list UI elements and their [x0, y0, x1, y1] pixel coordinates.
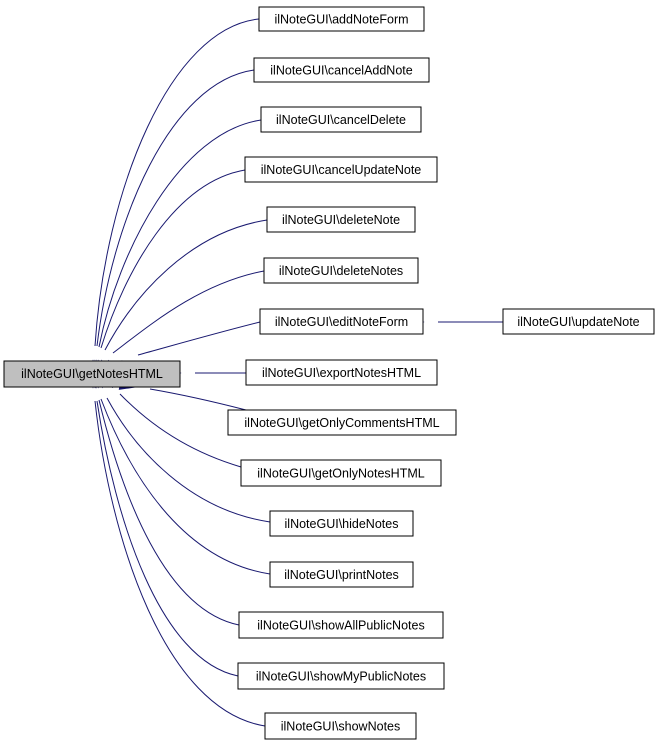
node-add-note-form[interactable]: ilNoteGUI\addNoteForm: [258, 6, 425, 32]
node-update-note[interactable]: ilNoteGUI\updateNote: [502, 308, 655, 335]
node-label: ilNoteGUI\showAllPublicNotes: [257, 619, 424, 633]
node-box: [244, 156, 438, 183]
node-get-only-comments-html[interactable]: ilNoteGUI\getOnlyCommentsHTML: [227, 409, 457, 436]
node-box: [259, 308, 424, 335]
edge-line: [100, 398, 271, 575]
node-label: ilNoteGUI\getNotesHTML: [21, 367, 163, 381]
node-label: ilNoteGUI\hideNotes: [285, 517, 399, 531]
edge-delete-note-to-get-notes-html: [101, 219, 268, 378]
edge-delete-notes-to-get-notes-html: [108, 270, 265, 377]
edge-line: [96, 69, 255, 347]
node-label: ilNoteGUI\cancelDelete: [276, 113, 406, 127]
node-box: [266, 206, 416, 233]
node-label: ilNoteGUI\getOnlyCommentsHTML: [244, 416, 439, 430]
node-edit-note-form[interactable]: ilNoteGUI\editNoteForm: [259, 308, 424, 335]
node-box: [245, 359, 438, 386]
edge-show-my-public-notes-to-get-notes-html: [88, 371, 239, 677]
edge-line: [149, 388, 247, 411]
node-label: ilNoteGUI\cancelAddNote: [270, 64, 412, 78]
edge-line: [106, 397, 271, 523]
edge-cancel-delete-to-get-notes-html: [92, 119, 262, 378]
node-label: ilNoteGUI\deleteNote: [282, 213, 400, 227]
node-get-only-notes-html[interactable]: ilNoteGUI\getOnlyNotesHTML: [240, 459, 442, 487]
edge-line: [94, 400, 266, 727]
edge-line: [98, 119, 262, 348]
node-cancel-add-note[interactable]: ilNoteGUI\cancelAddNote: [253, 57, 430, 83]
edge-line: [98, 399, 240, 626]
edge-line: [137, 321, 261, 356]
node-label: ilNoteGUI\updateNote: [517, 315, 639, 329]
edge-line: [94, 18, 260, 347]
edge-line: [96, 400, 239, 677]
node-cancel-update-note[interactable]: ilNoteGUI\cancelUpdateNote: [244, 156, 438, 183]
node-label: ilNoteGUI\cancelUpdateNote: [261, 163, 422, 177]
edge-line: [104, 219, 268, 351]
edge-line: [119, 393, 242, 468]
node-box: [3, 360, 181, 388]
node-box: [263, 257, 419, 284]
node-cancel-delete[interactable]: ilNoteGUI\cancelDelete: [260, 106, 422, 133]
node-label: ilNoteGUI\showNotes: [281, 720, 401, 734]
nodes: ilNoteGUI\getNotesHTML ilNoteGUI\addNote…: [3, 6, 655, 740]
node-label: ilNoteGUI\printNotes: [284, 568, 399, 582]
node-show-notes[interactable]: ilNoteGUI\showNotes: [264, 712, 417, 740]
node-show-all-public-notes[interactable]: ilNoteGUI\showAllPublicNotes: [238, 611, 444, 639]
node-get-notes-html[interactable]: ilNoteGUI\getNotesHTML: [3, 360, 181, 388]
node-box: [269, 561, 414, 588]
node-box: [502, 308, 655, 335]
edge-add-note-form-to-get-notes-html: [87, 18, 260, 377]
node-box: [238, 611, 444, 639]
edge-line: [100, 169, 246, 349]
node-export-notes-html[interactable]: ilNoteGUI\exportNotesHTML: [245, 359, 438, 386]
edge-line: [112, 270, 265, 354]
node-hide-notes[interactable]: ilNoteGUI\hideNotes: [269, 510, 414, 537]
node-label: ilNoteGUI\addNoteForm: [274, 13, 408, 27]
node-box: [264, 712, 417, 740]
node-delete-notes[interactable]: ilNoteGUI\deleteNotes: [263, 257, 419, 284]
node-label: ilNoteGUI\deleteNotes: [279, 264, 403, 278]
node-box: [269, 510, 414, 537]
node-box: [260, 106, 422, 133]
node-box: [258, 6, 425, 32]
node-box: [227, 409, 457, 436]
node-label: ilNoteGUI\exportNotesHTML: [262, 366, 421, 380]
node-box: [253, 57, 430, 83]
node-label: ilNoteGUI\editNoteForm: [275, 315, 408, 329]
node-label: ilNoteGUI\getOnlyNotesHTML: [257, 467, 424, 481]
node-box: [240, 459, 442, 487]
node-delete-note[interactable]: ilNoteGUI\deleteNote: [266, 206, 416, 233]
node-label: ilNoteGUI\showMyPublicNotes: [256, 670, 426, 684]
node-print-notes[interactable]: ilNoteGUI\printNotes: [269, 561, 414, 588]
node-box: [237, 662, 445, 690]
node-show-my-public-notes[interactable]: ilNoteGUI\showMyPublicNotes: [237, 662, 445, 690]
